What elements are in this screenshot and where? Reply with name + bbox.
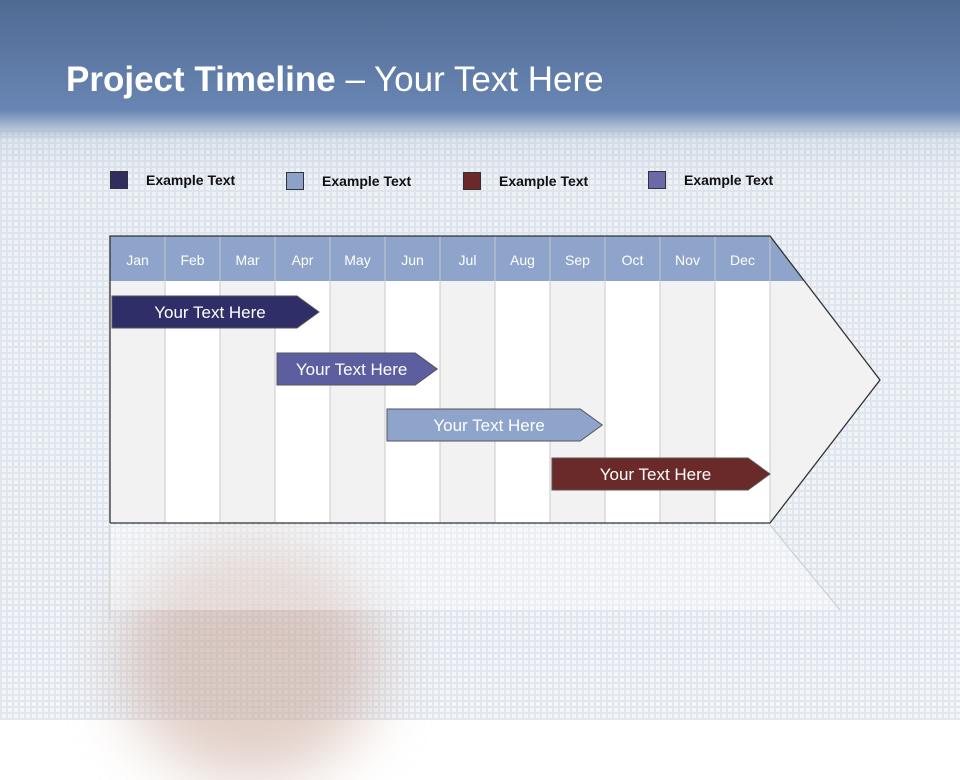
month-label: Mar [235,252,259,268]
month-header-cell [660,236,715,281]
month-header-cell [605,236,660,281]
month-header-cell [110,236,165,281]
month-header-cell [275,236,330,281]
month-header-cell [440,236,495,281]
month-column [385,281,440,523]
month-column [495,281,550,523]
month-label: Jan [126,252,149,268]
month-label: Aug [510,252,535,268]
month-label: Nov [675,252,700,268]
legend-item: Example Text [286,171,411,191]
legend-swatch [463,172,481,190]
legend-swatch [110,171,128,189]
month-label: Sep [565,252,590,268]
legend-swatch [648,171,666,189]
legend-label: Example Text [684,172,774,188]
month-header-cell [165,236,220,281]
legend-item: Example Text [463,171,588,191]
month-column [440,281,495,523]
task-label: Your Text Here [600,465,712,484]
reflection-edge [769,524,841,611]
task-label: Your Text Here [433,416,545,435]
legend-item: Example Text [110,170,235,190]
legend-item: Example Text [648,170,773,190]
task-arrow [111,295,320,329]
task-arrow [276,352,439,386]
month-label: Oct [622,252,644,268]
task-label: Your Text Here [154,303,266,322]
month-label: Apr [292,252,314,268]
legend-label: Example Text [322,173,412,189]
month-label: Feb [180,252,204,268]
month-header-cell [495,236,550,281]
slide-title: Project Timeline – Your Text Here [66,60,604,100]
month-label: Dec [730,252,755,268]
month-header-cell [715,236,770,281]
month-header-cell [220,236,275,281]
arrow-outline [109,235,881,524]
month-header-cell [330,236,385,281]
legend-swatch [286,172,304,190]
task-arrow [551,457,771,491]
legend-label: Example Text [499,173,589,189]
month-column [330,281,385,523]
arrow-reflection [110,525,840,610]
task-arrow [386,408,604,442]
title-bold: Project Timeline [66,60,336,99]
legend-label: Example Text [146,172,236,188]
task-label: Your Text Here [296,360,408,379]
month-label: Jul [459,252,477,268]
month-label: May [344,252,370,268]
month-header-cell [550,236,605,281]
month-label: Jun [401,252,424,268]
timeline-diagram: Jan Feb Mar Apr May Jun Jul Aug Sep Oct Nov DecYour… [109,235,881,620]
month-header-cell [385,236,440,281]
title-rest: – Your Text Here [335,60,604,99]
